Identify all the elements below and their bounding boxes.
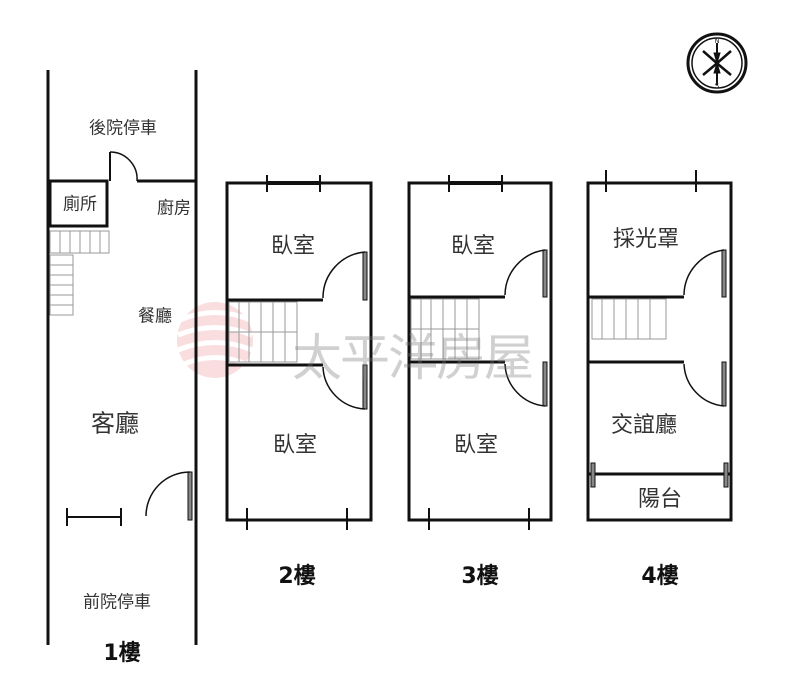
room-label-rear-parking: 後院停車 (89, 118, 157, 139)
floor2-title: 2樓 (278, 564, 316, 589)
floor1-stairs (49, 230, 110, 316)
floor3-walls (407, 175, 553, 530)
floor2-walls (225, 175, 373, 530)
room-label-lounge: 交誼廳 (610, 413, 678, 438)
room-label-dining: 餐廳 (138, 306, 172, 327)
floor1-front-door (145, 471, 193, 521)
floor4-walls (586, 170, 733, 522)
room-label-bedroom: 臥室 (450, 234, 496, 259)
floor1-front-window (66, 508, 122, 526)
floor1-title: 1樓 (103, 641, 141, 666)
room-label-toilet: 廁所 (63, 194, 97, 215)
room-label-bedroom: 臥室 (453, 433, 499, 458)
floor4-title: 4樓 (641, 564, 679, 589)
room-label-living: 客廳 (91, 409, 139, 438)
watermark-text: 太平洋房屋 (292, 329, 534, 387)
floor1-walls (46, 70, 198, 645)
floor1-rear-door (109, 151, 138, 182)
compass-south-label: S (714, 82, 720, 90)
room-label-kitchen: 廚房 (157, 198, 191, 219)
room-label-balcony: 陽台 (637, 487, 683, 512)
room-label-bedroom: 臥室 (270, 234, 316, 259)
room-label-skylight: 採光罩 (612, 227, 680, 252)
compass-north-label: N (714, 37, 720, 45)
room-label-bedroom: 臥室 (272, 433, 318, 458)
room-label-front-parking: 前院停車 (83, 592, 151, 613)
watermark-logo (177, 302, 253, 378)
floor3-title: 3樓 (461, 564, 499, 589)
compass-icon (686, 32, 748, 94)
